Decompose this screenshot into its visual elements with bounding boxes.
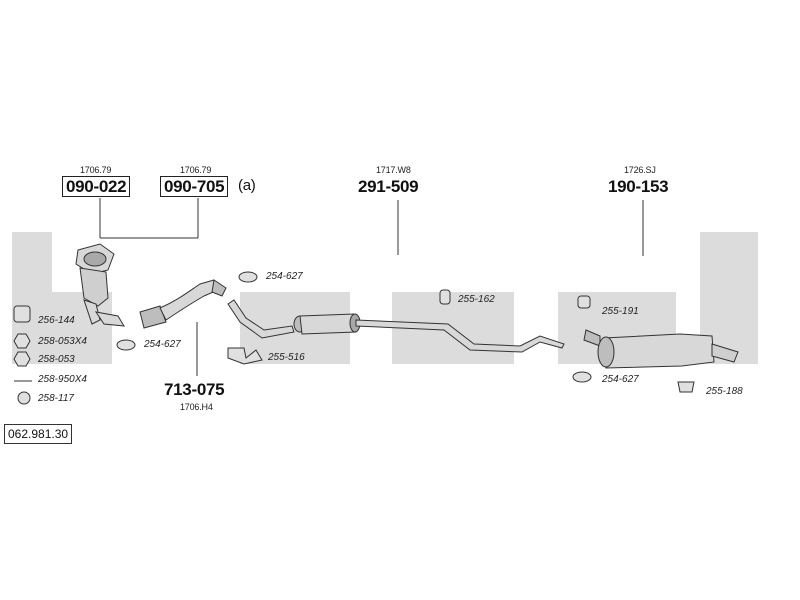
accessory-258-117: 258-117 <box>38 393 74 404</box>
part-number-190-153: 190-153 <box>608 177 669 196</box>
accessory-258-053x4: 258-053X4 <box>38 336 87 347</box>
part-number-713-075: 713-075 <box>164 380 225 399</box>
gasket-square-icon <box>13 305 31 323</box>
rubber-hanger-icon <box>439 289 451 305</box>
part-number-291-509: 291-509 <box>358 177 419 196</box>
catalytic-converter <box>75 243 125 327</box>
accessory-254-627-upper: 254-627 <box>266 271 303 282</box>
ring-gasket-icon <box>17 391 31 405</box>
bracket-icon <box>227 347 263 365</box>
bracket-icon <box>677 381 695 393</box>
accessory-icons <box>13 271 695 405</box>
ref-090-705: 1706.79 <box>180 165 212 175</box>
part-suffix-090-705: (a) <box>238 177 256 194</box>
ref-090-022: 1706.79 <box>80 165 112 175</box>
center-section <box>227 299 565 353</box>
hex-nut-icon <box>13 351 31 367</box>
part-number-090-022: 090-022 <box>62 176 131 197</box>
accessory-256-144: 256-144 <box>38 315 75 326</box>
rear-muffler <box>583 329 739 369</box>
catalog-number: 062.981.30 <box>4 424 73 444</box>
flange-gasket-icon <box>572 371 592 383</box>
accessory-255-516: 255-516 <box>268 352 305 363</box>
accessory-254-627-rear: 254-627 <box>602 374 639 385</box>
accessory-258-053: 258-053 <box>38 354 75 365</box>
ref-190-153: 1726.SJ <box>624 165 656 175</box>
accessory-254-627-left: 254-627 <box>144 339 181 350</box>
accessory-255-191: 255-191 <box>602 306 639 317</box>
part-number-090-705: 090-705 <box>160 176 229 197</box>
ref-713-075: 1706.H4 <box>180 402 213 412</box>
flange-gasket-icon <box>116 339 136 351</box>
ref-291-509: 1717.W8 <box>376 165 411 175</box>
accessory-258-950x4: 258-950X4 <box>38 374 87 385</box>
accessory-255-188: 255-188 <box>706 386 743 397</box>
leader-lines <box>99 198 644 376</box>
rubber-hanger-icon <box>577 295 591 309</box>
accessory-255-162: 255-162 <box>458 294 495 305</box>
flange-gasket-icon <box>238 271 258 283</box>
hex-nut-icon <box>13 333 31 349</box>
front-pipe <box>139 279 227 329</box>
